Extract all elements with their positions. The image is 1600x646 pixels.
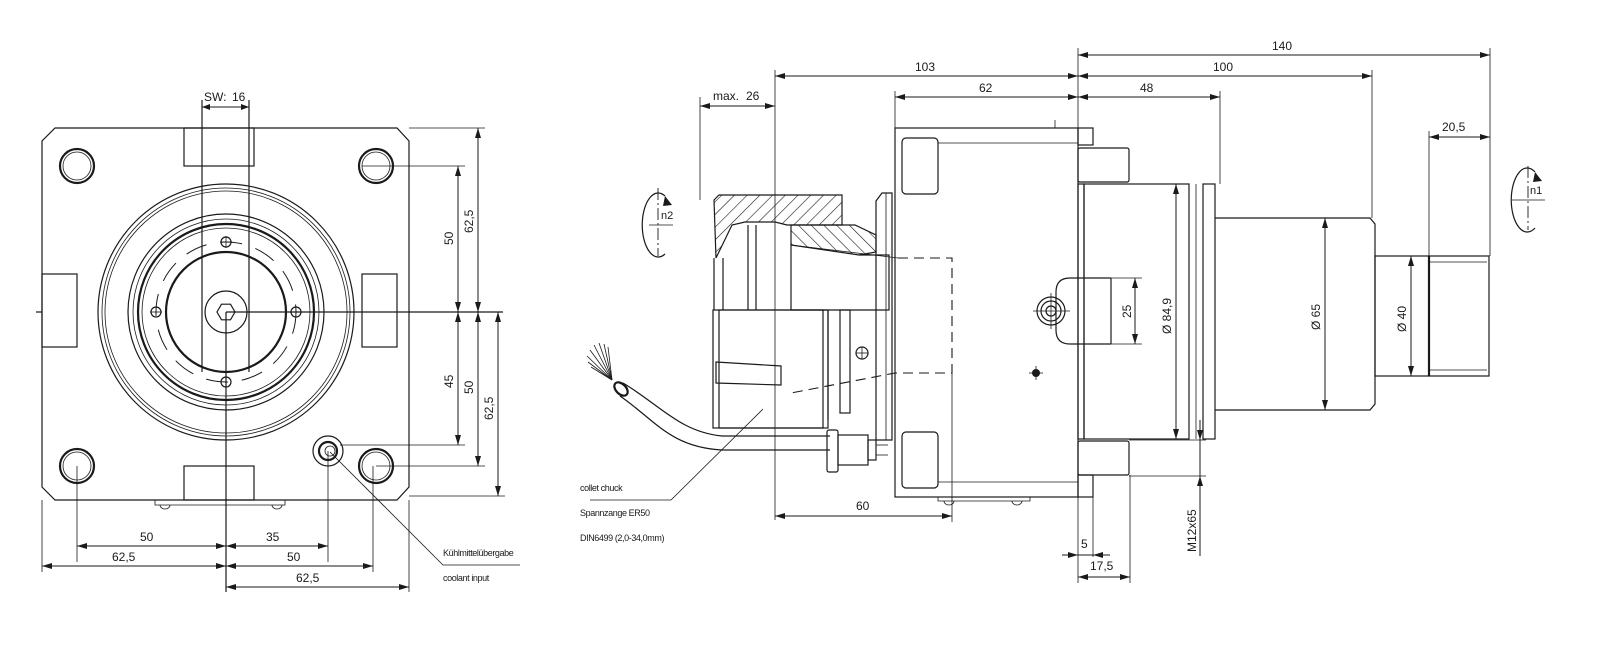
- spindle-shoulder: [1083, 183, 1190, 440]
- dim-h-right-50: 50: [287, 550, 301, 564]
- rotation-n1-label: n1: [1530, 185, 1542, 197]
- rotation-n1-icon: n1: [1510, 166, 1545, 233]
- dim-v-bot-45: 45: [442, 374, 456, 388]
- dim-100: 100: [1213, 60, 1233, 74]
- dim-h-left-50: 50: [140, 530, 154, 544]
- coolant-callout: Kühlmittelübergabe coolant input: [329, 451, 520, 583]
- dim-v-bot-50: 50: [462, 380, 476, 394]
- coolant-tube: [586, 342, 888, 473]
- dim-side-diameters: 25 Ø 84,9 Ø 65 Ø 40: [1111, 184, 1414, 439]
- key-slot-left: [41, 273, 78, 348]
- dim-dia-40: Ø 40: [1395, 306, 1409, 332]
- spannzange-label: Spannzange ER50: [580, 508, 650, 518]
- collet-chuck-label: collet chuck: [580, 483, 623, 493]
- dim-max-label: max.: [713, 89, 739, 103]
- dim-dia-84-9: Ø 84,9: [1160, 298, 1174, 334]
- dim-20-5: 20,5: [1442, 120, 1466, 134]
- wrench-size-label: SW:: [204, 90, 226, 104]
- center-mark-icon: [1029, 366, 1043, 380]
- wrench-size-value: 16: [232, 90, 246, 104]
- dim-h-left-62-5: 62,5: [112, 550, 136, 564]
- rotation-n2-icon: n2: [641, 188, 673, 258]
- dim-25: 25: [1120, 304, 1134, 318]
- dim-v-top-50: 50: [442, 231, 456, 245]
- dim-v-top-62-5: 62,5: [462, 209, 476, 233]
- housing-body: [894, 127, 1079, 498]
- dim-103: 103: [915, 60, 935, 74]
- dim-140: 140: [1272, 39, 1292, 53]
- dim-17-5: 17,5: [1090, 559, 1114, 573]
- front-view: SW: 16 50 62,5 45 50: [36, 90, 520, 592]
- bolt-hole-top-left: [58, 147, 96, 185]
- dim-side-top: max. 26 103 62 140 100 48 20,5: [699, 39, 1491, 520]
- dim-5: 5: [1081, 537, 1088, 551]
- key-slot-bottom: [183, 465, 255, 501]
- collet-chuck: [712, 192, 899, 441]
- dim-max-value: 26: [746, 89, 760, 103]
- bottom-feet: [154, 500, 286, 510]
- dim-h-right-62-5: 62,5: [296, 571, 320, 585]
- dim-thread-m12x65: M12x65: [1185, 509, 1199, 552]
- dim-v-bot-62-5: 62,5: [482, 396, 496, 420]
- hidden-bore: [790, 257, 953, 394]
- dim-h-right-35: 35: [266, 530, 280, 544]
- side-view: collet chuck Spannzange ER50 DIN6499 (2,…: [580, 39, 1545, 583]
- fixing-bracket: [1033, 277, 1112, 345]
- coolant-spray-icon: [586, 342, 613, 381]
- dim-wrench-size: SW: 16: [202, 90, 249, 110]
- dim-horizontal-bottom: 50 62,5 35 50 62,5: [41, 451, 410, 592]
- dim-side-bottom: 60 5 17,5 M12x65: [775, 373, 1206, 583]
- key-slot-right: [361, 273, 398, 348]
- dim-vertical-right: 50 62,5 45 50 62,5: [340, 127, 505, 497]
- dim-62: 62: [979, 81, 993, 95]
- dim-48: 48: [1140, 81, 1154, 95]
- flange-outline: [41, 127, 410, 501]
- dim-dia-65: Ø 65: [1309, 304, 1323, 330]
- dim-60: 60: [856, 499, 870, 513]
- coolant-label-en: coolant input: [443, 573, 490, 583]
- collet-callout: collet chuck Spannzange ER50 DIN6499 (2,…: [580, 408, 764, 543]
- mount-flange: [1077, 183, 1085, 440]
- din-label: DIN6499 (2,0-34,0mm): [580, 533, 664, 543]
- shaft-end: [1428, 255, 1490, 377]
- key-slot-top: [183, 127, 255, 167]
- coolant-label-de: Kühlmittelübergabe: [443, 548, 514, 558]
- rotation-n2-label: n2: [661, 210, 673, 222]
- shaft-d65: [1215, 217, 1376, 411]
